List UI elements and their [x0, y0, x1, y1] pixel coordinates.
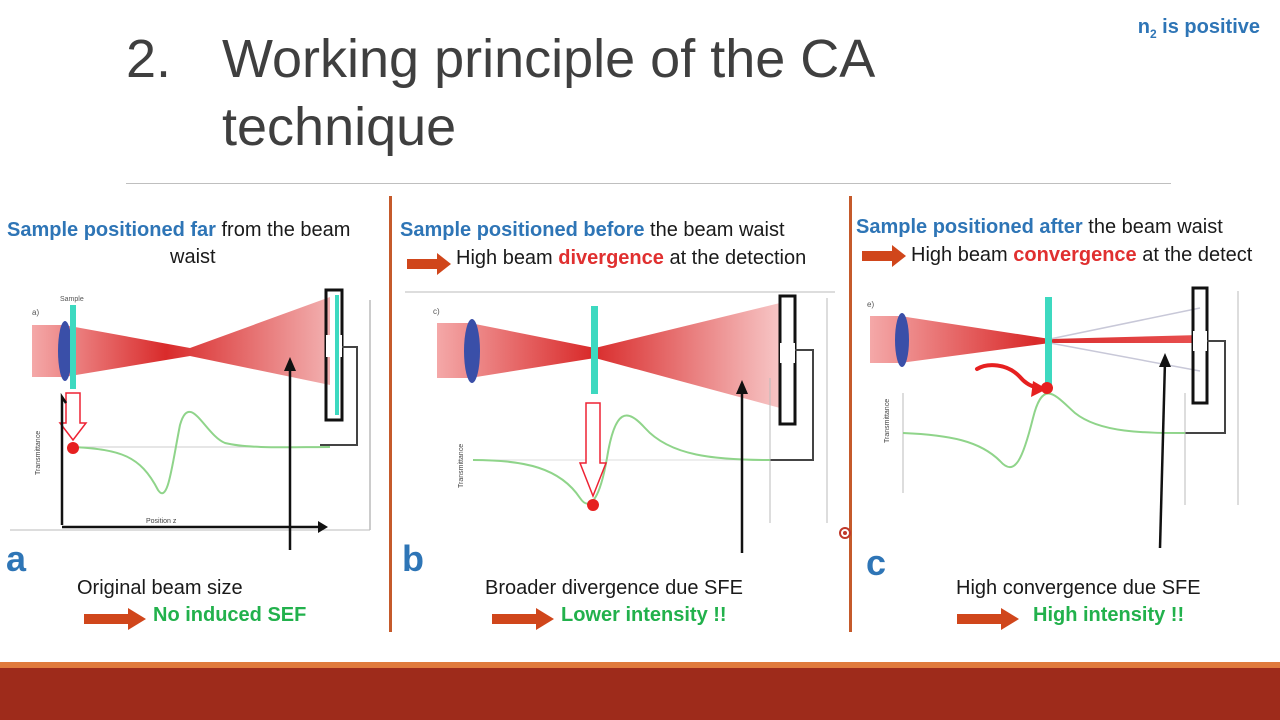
panel-a-figure: a) Sample Position z Transmittance [10, 288, 371, 550]
panel-a-y-axis [60, 392, 68, 525]
panel-b-line2-red: divergence [558, 247, 664, 269]
panel-a-wire [320, 346, 358, 446]
panel-c-aperture [1193, 331, 1207, 351]
panel-b-fig-label: c) [433, 307, 440, 316]
panel-c-transmittance-curve [902, 392, 1186, 468]
panel-b-heading-line2: High beam divergence at the detection [456, 245, 806, 272]
panel-b-down-arrow-icon [578, 402, 608, 499]
panel-c-line2-red: convergence [1013, 244, 1137, 266]
panel-b-letter: b [402, 538, 424, 579]
n2-positive-note: n2 is positive [1138, 16, 1260, 41]
panel-b-aperture [780, 343, 795, 363]
note-n: n [1137, 16, 1150, 38]
panel-a-caption: Original beam size [77, 577, 243, 599]
panel-c-red-arrowhead [1031, 381, 1047, 397]
panel-c-fig-label: e) [867, 300, 874, 309]
panel-b-transmittance-curve [472, 414, 771, 505]
panel-a-transmittance-curve [74, 410, 331, 494]
panel-b-line2-post: at the detection [663, 247, 807, 269]
panel-c-caption: High convergence due SFE [956, 577, 1201, 599]
slide-title-line1: Working principle of the CA [222, 29, 876, 89]
panel-a-lens [58, 321, 72, 381]
panel-c-pointer-arrowhead [1159, 353, 1171, 367]
panel-divider-1 [389, 196, 392, 632]
panel-c-red-curved-arrow-icon [975, 363, 1042, 390]
panel-b-heading-blue: Sample positioned before [400, 219, 645, 241]
panel-a-letter: a [6, 538, 27, 579]
panel-c-pointer-line [1158, 360, 1167, 549]
panel-a-heading-blue: Sample positioned far [7, 219, 216, 241]
panel-b-result-arrow-icon [492, 608, 554, 630]
panel-c-cone-lower [1049, 342, 1201, 372]
panel-divider-2 [849, 196, 852, 632]
panel-c-beam [870, 316, 1200, 363]
panel-c-line2-post: at the detect [1136, 244, 1253, 266]
panel-c-result-arrow-icon [957, 608, 1019, 630]
panel-c-letter: c [866, 542, 887, 583]
panel-b-caption: Broader divergence due SFE [485, 577, 743, 599]
slide-number: 2. [126, 29, 172, 89]
panel-c-result: High intensity !! [1033, 604, 1185, 626]
footer-accent-line [0, 662, 1280, 668]
panel-b-figure: c) Transmittance [405, 291, 835, 553]
panel-a-down-arrow-icon [58, 392, 88, 442]
note-text: is positive [1156, 16, 1260, 38]
panel-a-y-label: Transmittance [35, 431, 42, 475]
panel-a-result: No induced SEF [153, 604, 307, 626]
slide-title-line2: technique [222, 97, 457, 157]
panel-a-heading-rest: from the beam [215, 219, 351, 241]
panel-a-sample-label: Sample [60, 296, 84, 303]
panel-c-line2-pre: High beam [911, 244, 1014, 266]
panel-a-heading-line2: waist [170, 246, 216, 268]
panel-c-lens [895, 313, 909, 367]
panel-a-x-label: Position z [146, 518, 177, 525]
panel-b-heading: Sample positioned before the beam waist [400, 217, 785, 244]
panel-b-sample [591, 306, 598, 394]
panel-b-lens [464, 319, 480, 383]
panel-c-heading: Sample positioned after the beam waist [856, 214, 1223, 241]
panel-b-beam [437, 303, 780, 408]
cursor-pointer-icon [839, 527, 851, 539]
panel-c-wire [1185, 340, 1226, 434]
panel-b-pointer-arrowhead [736, 380, 748, 394]
panel-a-heading: Sample positioned far from the beam [7, 217, 350, 244]
panel-c-figure: e) Transmittance [867, 286, 1239, 549]
panel-a-result-arrow-icon [84, 608, 146, 630]
panel-a-pointer-arrowhead [284, 357, 296, 371]
panel-c-red-dot [1041, 382, 1053, 394]
panel-a-detector-screen [335, 295, 339, 415]
panel-b-red-dot [587, 499, 599, 511]
title-divider [126, 183, 1171, 184]
panel-a-red-dot [67, 442, 79, 454]
panel-b-y-label: Transmittance [458, 444, 465, 488]
footer-bar [0, 668, 1280, 720]
panel-a-x-arrowhead [318, 521, 328, 533]
panel-c-cone-upper [1049, 307, 1201, 340]
panel-a-sample [70, 305, 76, 389]
panel-c-heading-blue: Sample positioned after [856, 216, 1083, 238]
panel-c-sample [1045, 297, 1052, 387]
panel-c-heading-rest: the beam waist [1082, 216, 1223, 238]
panel-c-y-label: Transmittance [884, 399, 891, 443]
panel-b-wire [770, 349, 814, 461]
panel-b-arrow-icon [407, 253, 451, 275]
panel-b-heading-rest: the beam waist [644, 219, 785, 241]
panel-a-fig-label: a) [32, 308, 39, 317]
panel-c-heading-line2: High beam convergence at the detect [911, 242, 1280, 269]
panel-a-aperture [326, 335, 342, 357]
panel-b-line2-pre: High beam [456, 247, 559, 269]
note-subscript: 2 [1149, 27, 1157, 41]
panel-a-beam [32, 297, 330, 385]
panel-b-result: Lower intensity !! [561, 604, 727, 626]
panel-c-arrow-icon [862, 245, 906, 267]
